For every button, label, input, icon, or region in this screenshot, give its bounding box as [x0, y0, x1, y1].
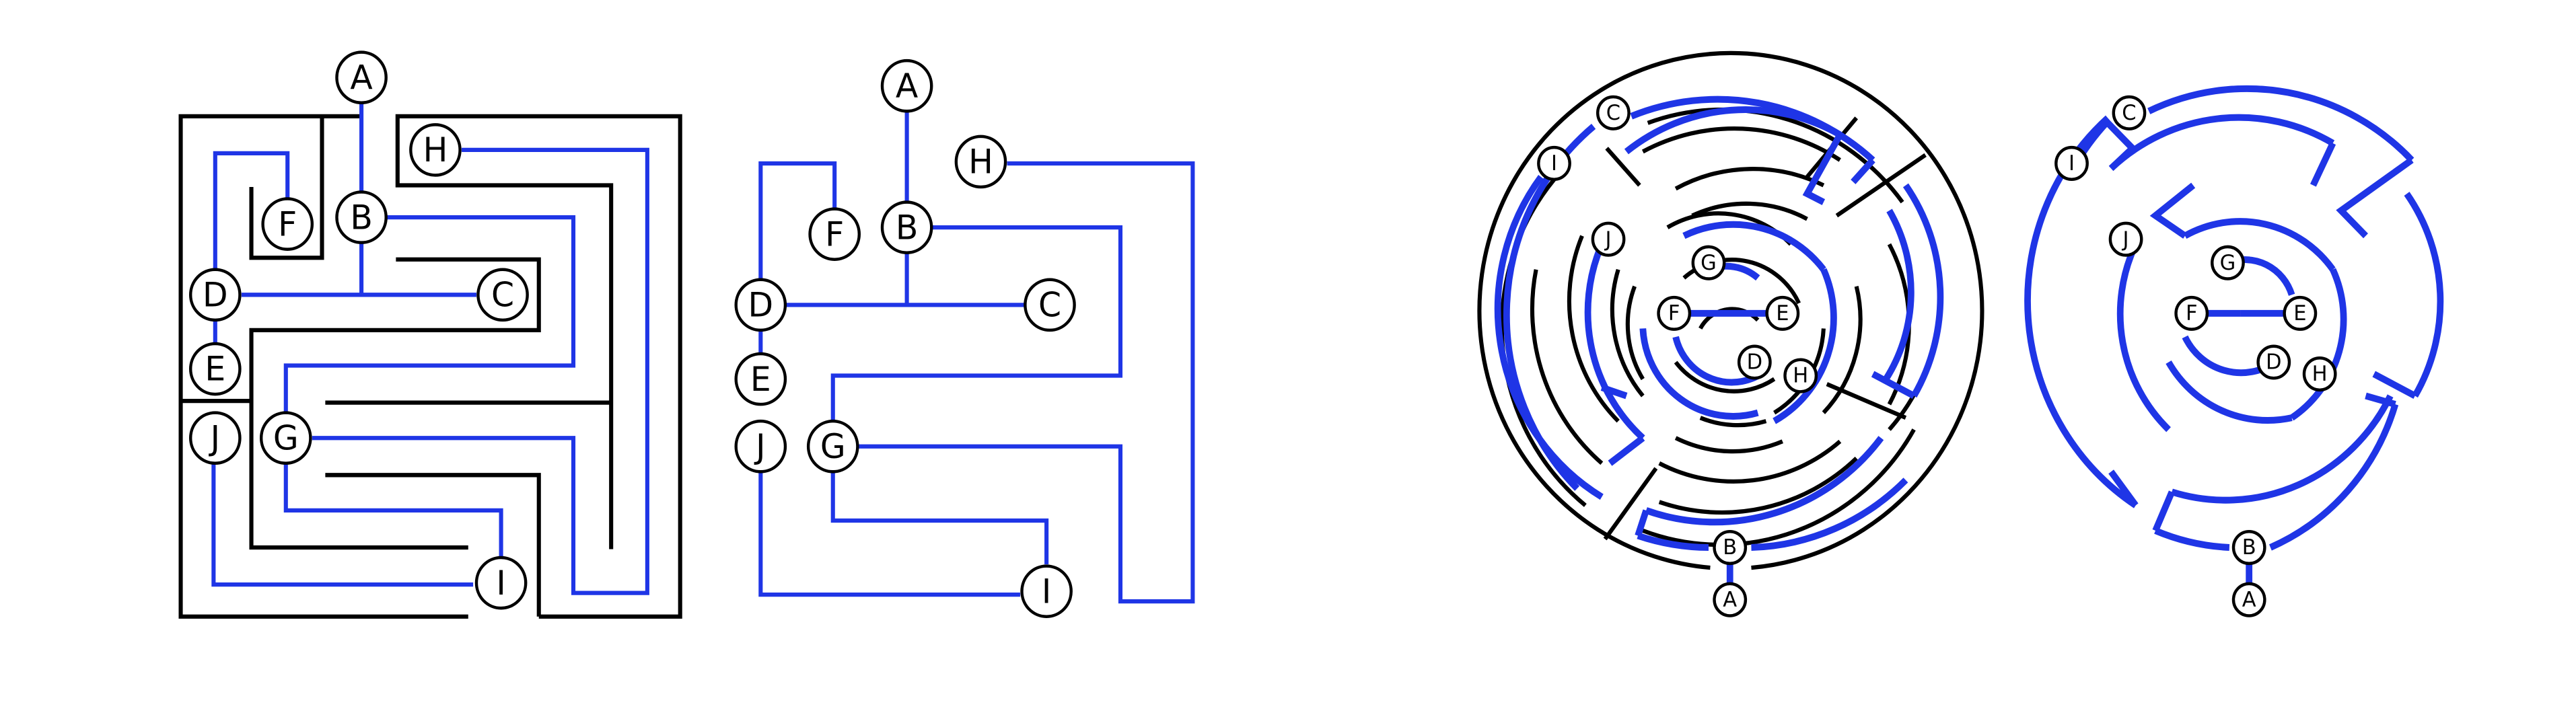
svg-text:H: H: [2312, 362, 2328, 386]
svg-text:E: E: [205, 349, 225, 389]
tree-node-i: I: [1020, 564, 1073, 618]
ctree-node-f: F: [2174, 295, 2209, 331]
node-h: H: [409, 123, 462, 177]
ctree-node-h: H: [2302, 356, 2337, 392]
svg-text:F: F: [825, 215, 844, 254]
circ-node-c: C: [1596, 95, 1631, 130]
svg-text:I: I: [1551, 151, 1557, 176]
tree-node-e: E: [734, 352, 787, 406]
node-b: B: [335, 190, 388, 244]
tree-node-g: G: [806, 419, 859, 473]
tree-node-d: D: [734, 278, 787, 332]
ctree-node-c: C: [2112, 95, 2147, 130]
tree-node-h: H: [954, 135, 1007, 189]
svg-text:G: G: [1701, 250, 1717, 274]
svg-text:H: H: [423, 130, 448, 170]
svg-text:H: H: [1793, 363, 1808, 387]
svg-text:B: B: [896, 208, 919, 248]
svg-text:E: E: [1776, 301, 1789, 326]
circ-node-i: I: [1537, 145, 1571, 182]
svg-text:J: J: [2122, 227, 2129, 251]
circular-maze-nodes: C I J G F E D H B A: [1537, 95, 1818, 617]
ctree-node-d: D: [2256, 344, 2291, 380]
svg-text:J: J: [754, 426, 765, 466]
tree-node-f: F: [808, 207, 861, 261]
circ-node-e: E: [1765, 295, 1800, 331]
svg-text:H: H: [968, 142, 993, 182]
circ-node-a: A: [1713, 582, 1748, 617]
svg-text:C: C: [491, 275, 514, 315]
svg-text:C: C: [1038, 285, 1061, 325]
ctree-node-i: I: [2054, 145, 2089, 182]
svg-text:C: C: [2122, 101, 2136, 125]
ctree-node-g: G: [2211, 245, 2245, 280]
circular-maze-panel: C I J G F E D H B A: [1477, 50, 1984, 617]
svg-text:I: I: [496, 563, 505, 603]
svg-text:D: D: [1747, 350, 1763, 374]
svg-text:A: A: [896, 66, 919, 106]
svg-text:D: D: [203, 275, 228, 315]
circ-node-j: J: [1591, 221, 1626, 257]
svg-text:J: J: [209, 418, 220, 458]
svg-text:F: F: [278, 204, 297, 244]
tree-node-a: A: [880, 59, 933, 113]
circ-node-b: B: [1713, 529, 1748, 566]
svg-text:F: F: [1668, 301, 1680, 326]
svg-text:B: B: [350, 198, 373, 237]
svg-text:I: I: [2069, 151, 2075, 176]
square-maze-panel: A B H F D C E J G I: [178, 50, 682, 619]
svg-text:D: D: [2266, 350, 2282, 374]
circular-tree-panel: C I J G F E D H B A: [2024, 85, 2444, 617]
node-f: F: [261, 197, 314, 251]
svg-text:G: G: [273, 418, 299, 458]
ctree-node-e: E: [2283, 295, 2318, 331]
circ-node-f: F: [1657, 295, 1692, 331]
square-tree-panel: A H B F D C E J G I: [734, 59, 1195, 618]
circ-node-h: H: [1783, 358, 1818, 393]
svg-text:F: F: [2186, 301, 2198, 326]
svg-text:I: I: [1042, 572, 1051, 611]
node-a: A: [335, 50, 388, 105]
svg-text:G: G: [820, 426, 846, 466]
square-maze-paths: [211, 99, 649, 595]
square-maze-nodes: A B H F D C E J G I: [188, 50, 529, 610]
circular-tree-edges: [2024, 85, 2444, 583]
tree-node-b: B: [880, 200, 933, 254]
node-i: I: [474, 556, 528, 610]
svg-text:A: A: [350, 58, 373, 98]
circ-node-d: D: [1737, 344, 1772, 380]
svg-text:E: E: [750, 359, 771, 399]
ctree-node-j: J: [2108, 221, 2143, 257]
svg-text:B: B: [1723, 535, 1737, 560]
svg-text:D: D: [748, 285, 774, 325]
circular-tree-nodes: C I J G F E D H B A: [2054, 95, 2337, 617]
square-tree-nodes: A H B F D C E J G I: [734, 59, 1076, 618]
svg-text:A: A: [1723, 587, 1737, 611]
node-e: E: [188, 342, 242, 396]
svg-text:G: G: [2220, 250, 2236, 274]
node-g: G: [259, 411, 312, 465]
svg-text:E: E: [2293, 301, 2306, 326]
square-maze-walls: [178, 114, 682, 619]
svg-text:A: A: [2242, 587, 2256, 611]
circ-node-g: G: [1691, 245, 1726, 280]
svg-text:C: C: [1606, 101, 1620, 125]
svg-text:B: B: [2242, 535, 2256, 560]
ctree-node-b: B: [2231, 529, 2266, 566]
node-c: C: [476, 268, 529, 322]
node-j: J: [188, 411, 242, 465]
ctree-node-a: A: [2231, 582, 2266, 617]
node-d: D: [188, 268, 242, 322]
svg-text:J: J: [1604, 227, 1612, 251]
tree-node-j: J: [734, 419, 787, 473]
tree-node-c: C: [1024, 278, 1076, 332]
square-tree-edges: [758, 111, 1195, 604]
